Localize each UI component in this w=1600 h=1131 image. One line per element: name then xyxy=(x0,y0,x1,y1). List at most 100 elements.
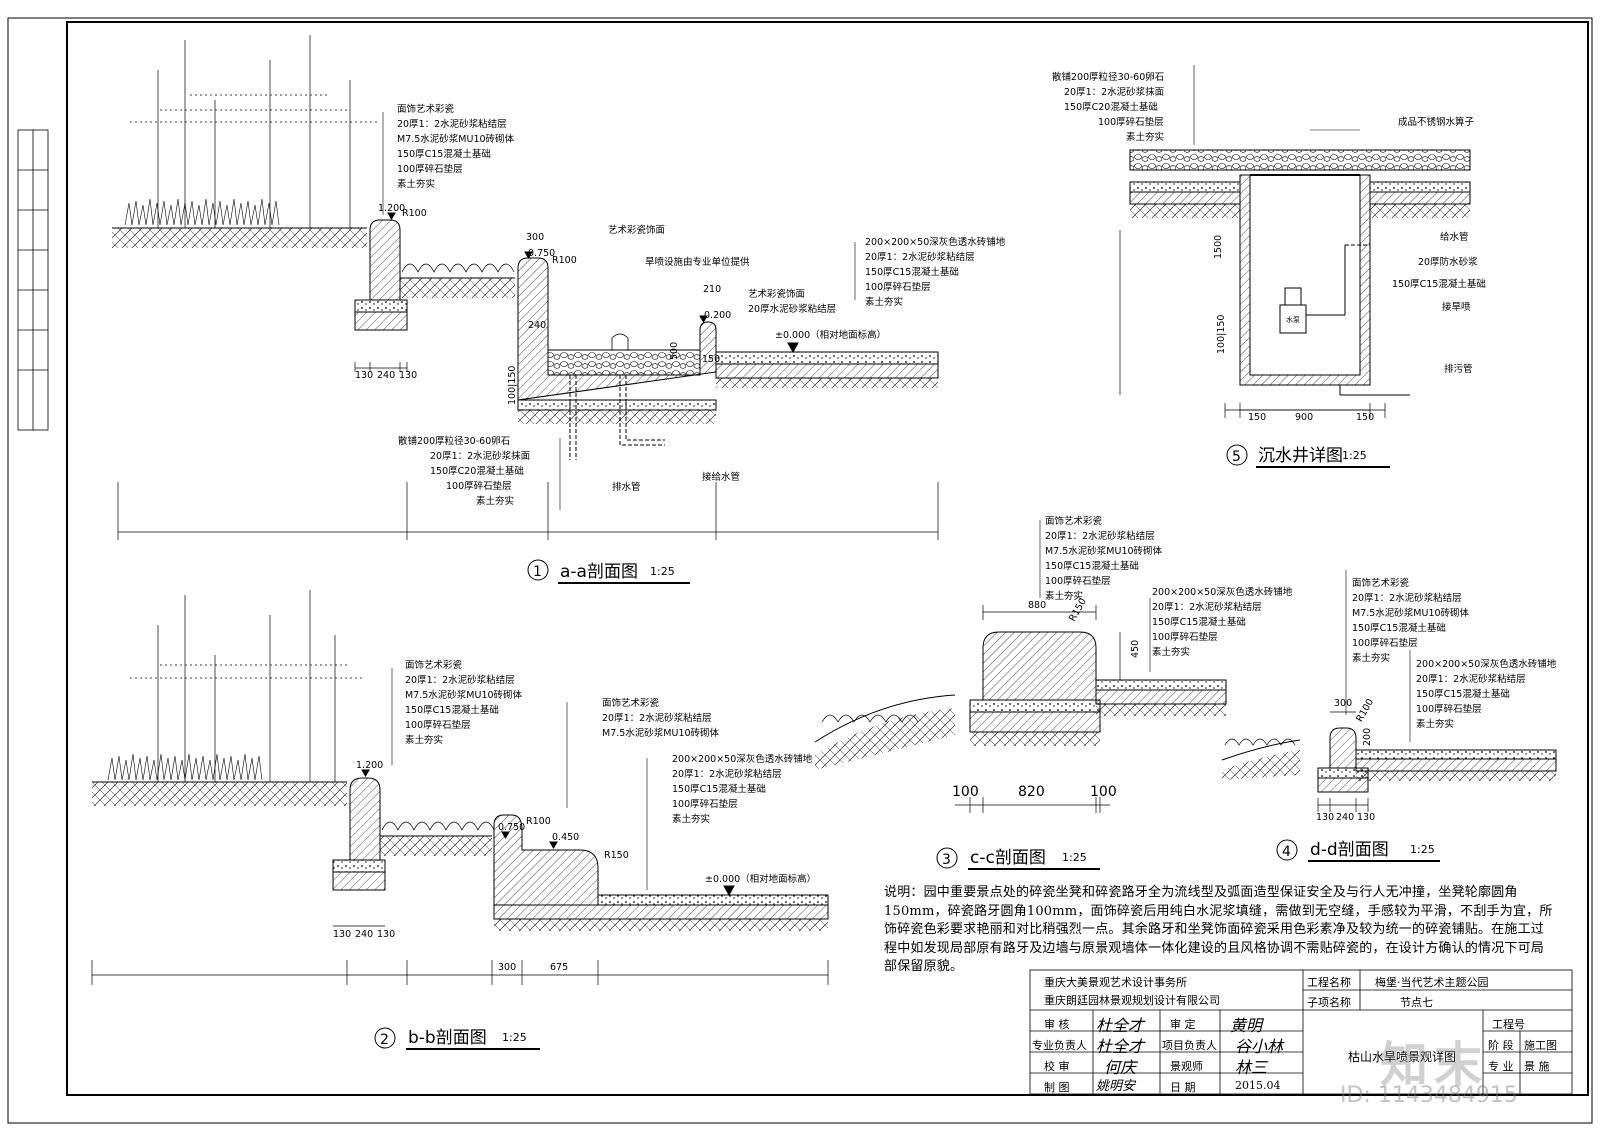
dim-dd-200: 200 xyxy=(1362,728,1373,746)
aa-datum: ±0.000（相对地面标高） xyxy=(775,329,886,341)
dim-well-b1: 900 xyxy=(1295,412,1313,423)
dim-aa-b0: 130 xyxy=(355,370,373,381)
section-dd xyxy=(1221,570,1557,812)
dim-cc-b1: 820 xyxy=(1018,784,1045,800)
dim-cc-450: 450 xyxy=(1130,640,1141,658)
subitem-value: 节点七 xyxy=(1400,996,1433,1009)
bb-wall-layer-1: 20厚1：2水泥砂浆粘结层 xyxy=(405,674,515,686)
check-label: 校 审 xyxy=(1044,1060,1070,1073)
dim-bb-b1: 240 xyxy=(355,929,373,940)
well-pebble-0: 散铺200厚粒径30-60卵石 xyxy=(1052,71,1164,83)
bb-seat-layer-1: 20厚1：2水泥砂浆粘结层 xyxy=(602,712,712,724)
aa-wall-layer-3: 150厚C15混凝土基础 xyxy=(397,148,491,160)
dim-well-b2: 150 xyxy=(1356,412,1374,423)
dim-bb-r100: R100 xyxy=(526,816,551,827)
bb-wall-layer-2: M7.5水泥砂浆MU10砖砌体 xyxy=(405,689,523,701)
draw-label: 制 图 xyxy=(1044,1081,1070,1094)
lead-label: 专业负责人 xyxy=(1032,1039,1087,1052)
date-label: 日 期 xyxy=(1170,1081,1196,1094)
well-pebble-2: 150厚C20混凝土基础 xyxy=(1064,101,1158,113)
cc-number-circle xyxy=(936,847,958,869)
bb-wall-layer-3: 150厚C15混凝土基础 xyxy=(405,704,499,716)
dd-wall-layer-2: M7.5水泥砂浆MU10砖砌体 xyxy=(1352,607,1470,619)
well-grate: 成品不锈钢水箅子 xyxy=(1398,116,1475,128)
dim-aa-150: 150 xyxy=(702,354,720,365)
dim-bb-r150: R150 xyxy=(604,850,629,861)
tree-sketch-bb xyxy=(130,590,365,782)
dd-paving-2: 150厚C15混凝土基础 xyxy=(1416,688,1510,700)
well-supply: 给水管 xyxy=(1440,231,1469,243)
titleblock-grid xyxy=(1029,969,1573,1095)
dd-wall-layer-5: 素土夯实 xyxy=(1352,652,1390,664)
cc-paving-0: 200×200×50深灰色透水砖铺地 xyxy=(1152,586,1293,598)
cc-title: c-c剖面图 xyxy=(970,848,1046,868)
aa-paving-3: 100厚碎石垫层 xyxy=(865,281,931,293)
dim-aa-b1: 240 xyxy=(377,370,395,381)
dd-wall-layer-3: 150厚C15混凝土基础 xyxy=(1352,622,1446,634)
bb-title: b-b剖面图 xyxy=(408,1028,487,1048)
well-pebble-1: 20厚1：2水泥砂浆抹面 xyxy=(1064,86,1164,98)
aa-wall-layer-4: 100厚碎石垫层 xyxy=(397,163,463,175)
cc-wall-layer-2: M7.5水泥砂浆MU10砖砌体 xyxy=(1045,545,1163,557)
sig-landscape: 林三 xyxy=(1235,1058,1268,1077)
aa-scale: 1:25 xyxy=(650,565,675,578)
dd-title: d-d剖面图 xyxy=(1310,840,1389,860)
cc-scale: 1:25 xyxy=(1062,851,1087,864)
bb-datum: ±0.000（相对地面标高） xyxy=(705,873,816,885)
company-2: 重庆朗廷园林景观规划设计有限公司 xyxy=(1044,994,1220,1007)
dim-bb-elev1: 1.200 xyxy=(356,760,383,771)
aa-curb-face: 艺术彩瓷饰面 xyxy=(608,224,665,236)
project-label: 工程名称 xyxy=(1307,976,1351,989)
dim-bb-ax1: 675 xyxy=(550,962,568,973)
dim-aa-100-150: 100|150 xyxy=(507,366,518,405)
bb-seat-layer-0: 面饰艺术彩瓷 xyxy=(602,697,660,709)
dim-aa-elev2: 0.750 xyxy=(528,248,555,259)
bb-wall xyxy=(349,777,381,861)
bb-wall-layer-5: 素土夯实 xyxy=(405,734,443,746)
aa-paving-2: 150厚C15混凝土基础 xyxy=(865,266,959,278)
dim-bb-b0: 130 xyxy=(333,929,351,940)
well-number-circle xyxy=(1226,444,1248,466)
well-base: 150厚C15混凝土基础 xyxy=(1392,278,1486,290)
bb-wall-layer-0: 面饰艺术彩瓷 xyxy=(405,659,463,671)
aa-title: a-a剖面图 xyxy=(560,562,638,582)
dim-dd-b0: 130 xyxy=(1316,812,1334,823)
dd-paving-4: 素土夯实 xyxy=(1416,718,1454,730)
well-pebble-4: 素土夯实 xyxy=(1126,131,1164,143)
aa-drain: 排水管 xyxy=(612,481,641,493)
aa-sprinkler: 旱喷设施由专业单位提供 xyxy=(645,256,750,268)
well-pebble-3: 100厚碎石垫层 xyxy=(1098,116,1164,128)
well-pebble-top xyxy=(1129,149,1471,171)
dim-aa-r1: R100 xyxy=(402,208,427,219)
bb-scale: 1:25 xyxy=(502,1031,527,1044)
watermark-id: ID: 1143484915 xyxy=(1340,1083,1518,1108)
bb-paving-1: 20厚1：2水泥砂浆粘结层 xyxy=(672,768,782,780)
dim-well-1500: 1500 xyxy=(1213,235,1224,259)
aa-wall-layer-0: 面饰艺术彩瓷 xyxy=(397,103,455,115)
well-spray: 接旱喷 xyxy=(1442,301,1471,313)
labels: 面饰艺术彩瓷 20厚1：2水泥砂浆粘结层 M7.5水泥砂浆MU10砖砌体 150… xyxy=(333,71,1557,973)
aa-pebble-4: 素土夯实 xyxy=(476,495,514,507)
cc-paving-2: 150厚C15混凝土基础 xyxy=(1152,616,1246,628)
bb-paving-4: 素土夯实 xyxy=(672,813,710,825)
bb-paving-0: 200×200×50深灰色透水砖铺地 xyxy=(672,753,813,765)
dim-cc-880: 880 xyxy=(1028,600,1046,611)
sprinkler-icon xyxy=(611,333,629,350)
cc-wall-layer-0: 面饰艺术彩瓷 xyxy=(1045,515,1103,527)
aa-pebble-3: 100厚碎石垫层 xyxy=(446,480,512,492)
aa-supply: 接给水管 xyxy=(702,471,740,483)
dim-cc-b2: 100 xyxy=(1090,784,1117,800)
sig-check: 何庆 xyxy=(1104,1058,1137,1077)
dim-aa-elev3: 0.200 xyxy=(704,310,731,321)
outer-frame xyxy=(7,17,1593,1124)
aa-number-circle xyxy=(527,559,549,581)
landscape-label: 景观师 xyxy=(1170,1060,1203,1073)
approve-label: 审 定 xyxy=(1170,1018,1196,1031)
dim-aa-r2: R100 xyxy=(552,255,577,266)
dim-aa-210: 210 xyxy=(703,284,721,295)
cc-seat xyxy=(982,631,1097,701)
company-1: 重庆大美景观艺术设计事务所 xyxy=(1044,976,1187,989)
bb-wall-layer-4: 100厚碎石垫层 xyxy=(405,719,471,731)
grass xyxy=(124,198,280,226)
dd-wall-layer-4: 100厚碎石垫层 xyxy=(1352,637,1418,649)
